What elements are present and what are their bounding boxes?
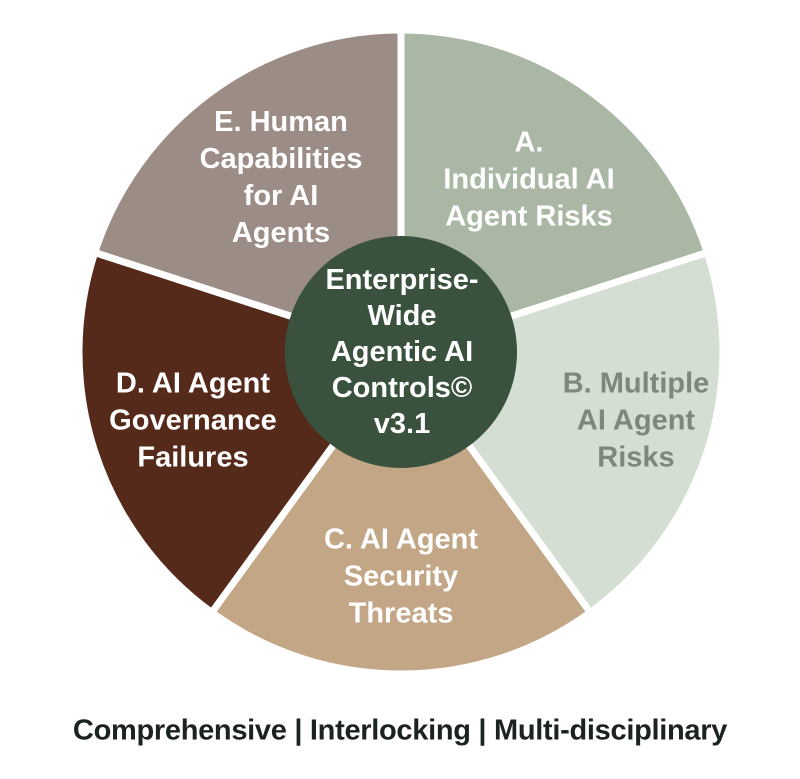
center-hub-circle: [285, 236, 517, 468]
footer-tagline: Comprehensive | Interlocking | Multi-dis…: [72, 714, 728, 747]
pie-slice-c: [208, 348, 594, 678]
